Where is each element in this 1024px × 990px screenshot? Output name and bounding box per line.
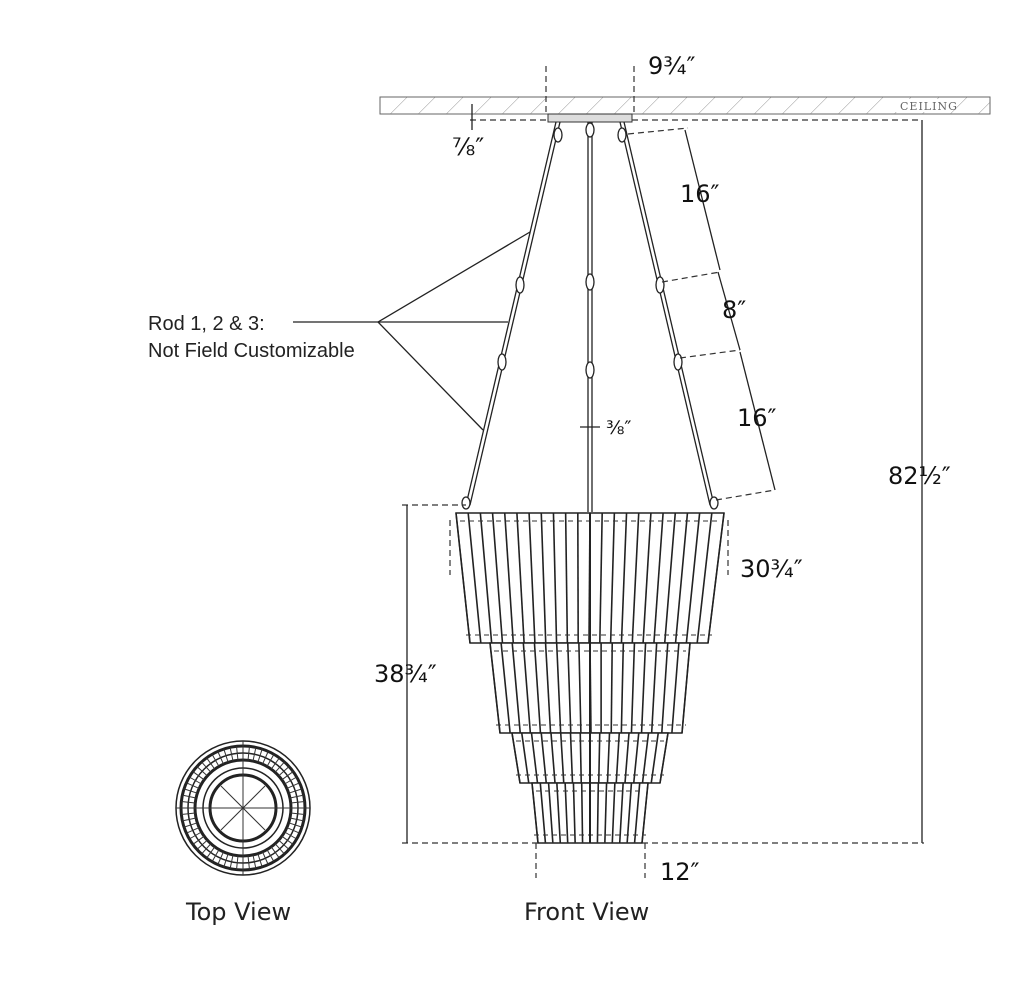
rod-segment-3-label: 16″: [737, 404, 777, 432]
canopy-width-label: 9¾″: [648, 52, 696, 80]
glass-blade: [685, 512, 701, 644]
glass-blade: [696, 512, 713, 644]
ceiling-label: CEILING: [900, 100, 958, 113]
glass-blade: [547, 782, 554, 844]
glass-blade: [660, 642, 669, 734]
glass-blade: [653, 512, 664, 644]
glass-blade: [630, 642, 636, 734]
glass-blade: [544, 642, 552, 734]
glass-blade: [552, 512, 558, 644]
glass-blade: [620, 642, 625, 734]
glass-blade: [511, 642, 522, 734]
glass-blade: [500, 642, 511, 734]
glass-blade: [599, 512, 603, 644]
overall-height-label: 82½″: [888, 462, 951, 490]
glass-blade: [580, 782, 584, 844]
glass-blade: [531, 782, 539, 844]
glass-blade: [528, 512, 536, 644]
glass-blade: [540, 512, 547, 644]
glass-blade: [578, 642, 582, 734]
glass-blade: [618, 782, 624, 844]
glass-blade: [674, 512, 689, 644]
glass-blade: [516, 512, 525, 644]
rod-right: [619, 121, 711, 506]
rod-segment-2-label: 8″: [722, 296, 746, 324]
glass-blade: [633, 782, 641, 844]
glass-blade: [566, 642, 572, 734]
canopy-height-label: ⅞″: [452, 133, 484, 161]
glass-blade: [503, 512, 515, 644]
fixture-tiers: [455, 512, 725, 844]
ceiling: CEILING: [379, 96, 991, 115]
top-view-drawing: [175, 740, 311, 876]
glass-blade: [609, 512, 616, 644]
glass-blade: [489, 642, 501, 734]
canopy: [547, 113, 633, 123]
glass-blade: [620, 512, 628, 644]
fixture-height-label: 38¾″: [374, 660, 437, 688]
glass-blade: [522, 642, 532, 734]
glass-blade: [604, 782, 608, 844]
glass-blade: [671, 642, 680, 734]
front-view-caption: Front View: [524, 898, 649, 926]
glass-blade: [564, 512, 569, 644]
glass-blade: [564, 782, 569, 844]
glass-blade: [650, 642, 658, 734]
glass-blade: [555, 642, 562, 734]
glass-blade: [455, 512, 471, 644]
glass-blade: [479, 512, 493, 644]
rod-left: [465, 121, 557, 506]
glass-blade: [707, 512, 725, 644]
glass-blade: [611, 782, 616, 844]
callout-line-1: Rod 1, 2 & 3:: [148, 313, 265, 335]
glass-blade: [631, 512, 640, 644]
glass-blade: [610, 642, 614, 734]
glass-blade: [533, 642, 542, 734]
rods: [461, 121, 719, 512]
glass-blade: [491, 512, 504, 644]
dimension-lines: [293, 66, 924, 878]
glass-blade: [663, 512, 677, 644]
rod-diameter-label: ⅜″: [606, 417, 632, 439]
glass-blade: [572, 782, 576, 844]
glass-blade: [596, 782, 600, 844]
rod-segment-1-label: 16″: [680, 180, 720, 208]
glass-blade: [626, 782, 633, 844]
glass-blade: [539, 782, 547, 844]
glass-blade: [642, 512, 652, 644]
glass-blade: [467, 512, 482, 644]
glass-blade: [640, 642, 647, 734]
bottom-width-label: 12″: [660, 858, 700, 886]
glass-blade: [556, 782, 562, 844]
callout-line-2: Not Field Customizable: [148, 340, 355, 362]
fixture-width-label: 30¾″: [740, 555, 803, 583]
glass-blade: [641, 782, 649, 844]
glass-blade: [681, 642, 691, 734]
top-view-caption: Top View: [185, 898, 291, 926]
